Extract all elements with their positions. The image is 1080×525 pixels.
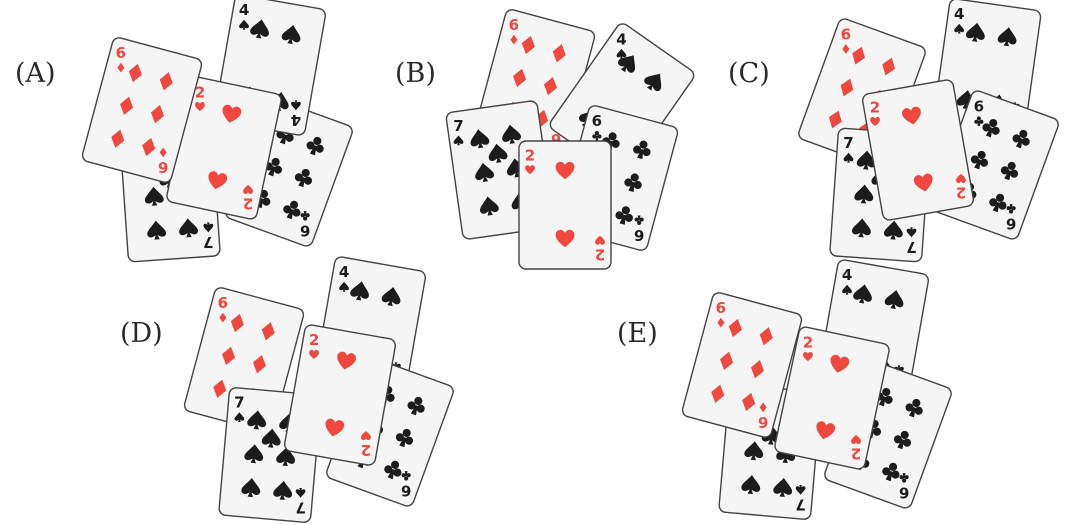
playing-card-6-of-diamonds: 66 [81,37,203,183]
card-rank-label: 2 [595,246,605,264]
option-label-c: (C) [728,58,770,89]
card-rank-label: 6 [218,294,228,312]
card-rank-label: 7 [795,495,805,513]
card-rank-label: 2 [525,147,535,165]
card-rank-label: 7 [453,117,463,135]
option-label-e: (E) [617,318,658,349]
card-rank-label: 6 [551,130,561,148]
card-rank-label: 6 [158,158,168,176]
card-rank-label: 6 [899,484,909,502]
playing-card-2-of-hearts: 22 [518,140,612,270]
card-rank-label: 4 [291,111,301,129]
card-rank-label: 4 [842,266,852,284]
card-rank-label: 6 [758,413,768,431]
card-rank-label: 2 [870,98,880,116]
playing-card-6-of-diamonds: 66 [681,292,803,438]
card-rank-label: 6 [401,482,411,500]
option-e-cards: 44 66 77 66 22 [681,259,952,520]
playing-card-2-of-hearts: 22 [283,324,397,466]
card-rank-label: 6 [509,16,519,34]
option-label-b: (B) [395,58,436,89]
card-rank-label: 7 [295,498,305,516]
card-rank-label: 7 [906,238,916,256]
card-rank-label: 6 [716,299,726,317]
card-rank-label: 2 [851,445,861,463]
card-rank-label: 6 [1006,215,1016,233]
card-rank-label: 4 [239,1,249,19]
card-rank-label: 2 [361,441,371,459]
card-rank-label: 7 [203,233,213,251]
card-rank-label: 2 [309,331,319,349]
card-rank-label: 6 [841,25,851,43]
option-c-cards: 66 44 66 77 22 [798,0,1059,263]
card-rank-label: 6 [634,226,644,244]
card-rank-label: 7 [234,394,244,412]
card-rank-label: 7 [843,134,853,152]
card-rank-label: 2 [243,195,253,213]
card-rank-label: 2 [956,184,966,202]
card-rank-label: 6 [974,97,984,115]
card-rank-label: 4 [339,263,349,281]
card-rank-label: 6 [116,44,126,62]
card-rank-label: 2 [803,333,813,351]
card-rank-label: 6 [300,222,310,240]
option-d-cards: 66 44 66 77 22 [183,256,454,523]
option-a-cards: 77 66 44 22 66 [81,0,353,263]
card-rank-label: 4 [616,30,626,48]
card-rank-label: 4 [954,5,964,23]
playing-card-2-of-hearts: 22 [861,79,975,221]
card-rank-label: 6 [592,112,602,130]
playing-card-2-of-hearts: 22 [774,326,890,470]
option-b-cards: 66 44 66 77 22 [445,9,695,270]
card-rank-label: 2 [195,83,205,101]
option-label-a: (A) [15,58,56,89]
option-label-d: (D) [120,318,163,349]
